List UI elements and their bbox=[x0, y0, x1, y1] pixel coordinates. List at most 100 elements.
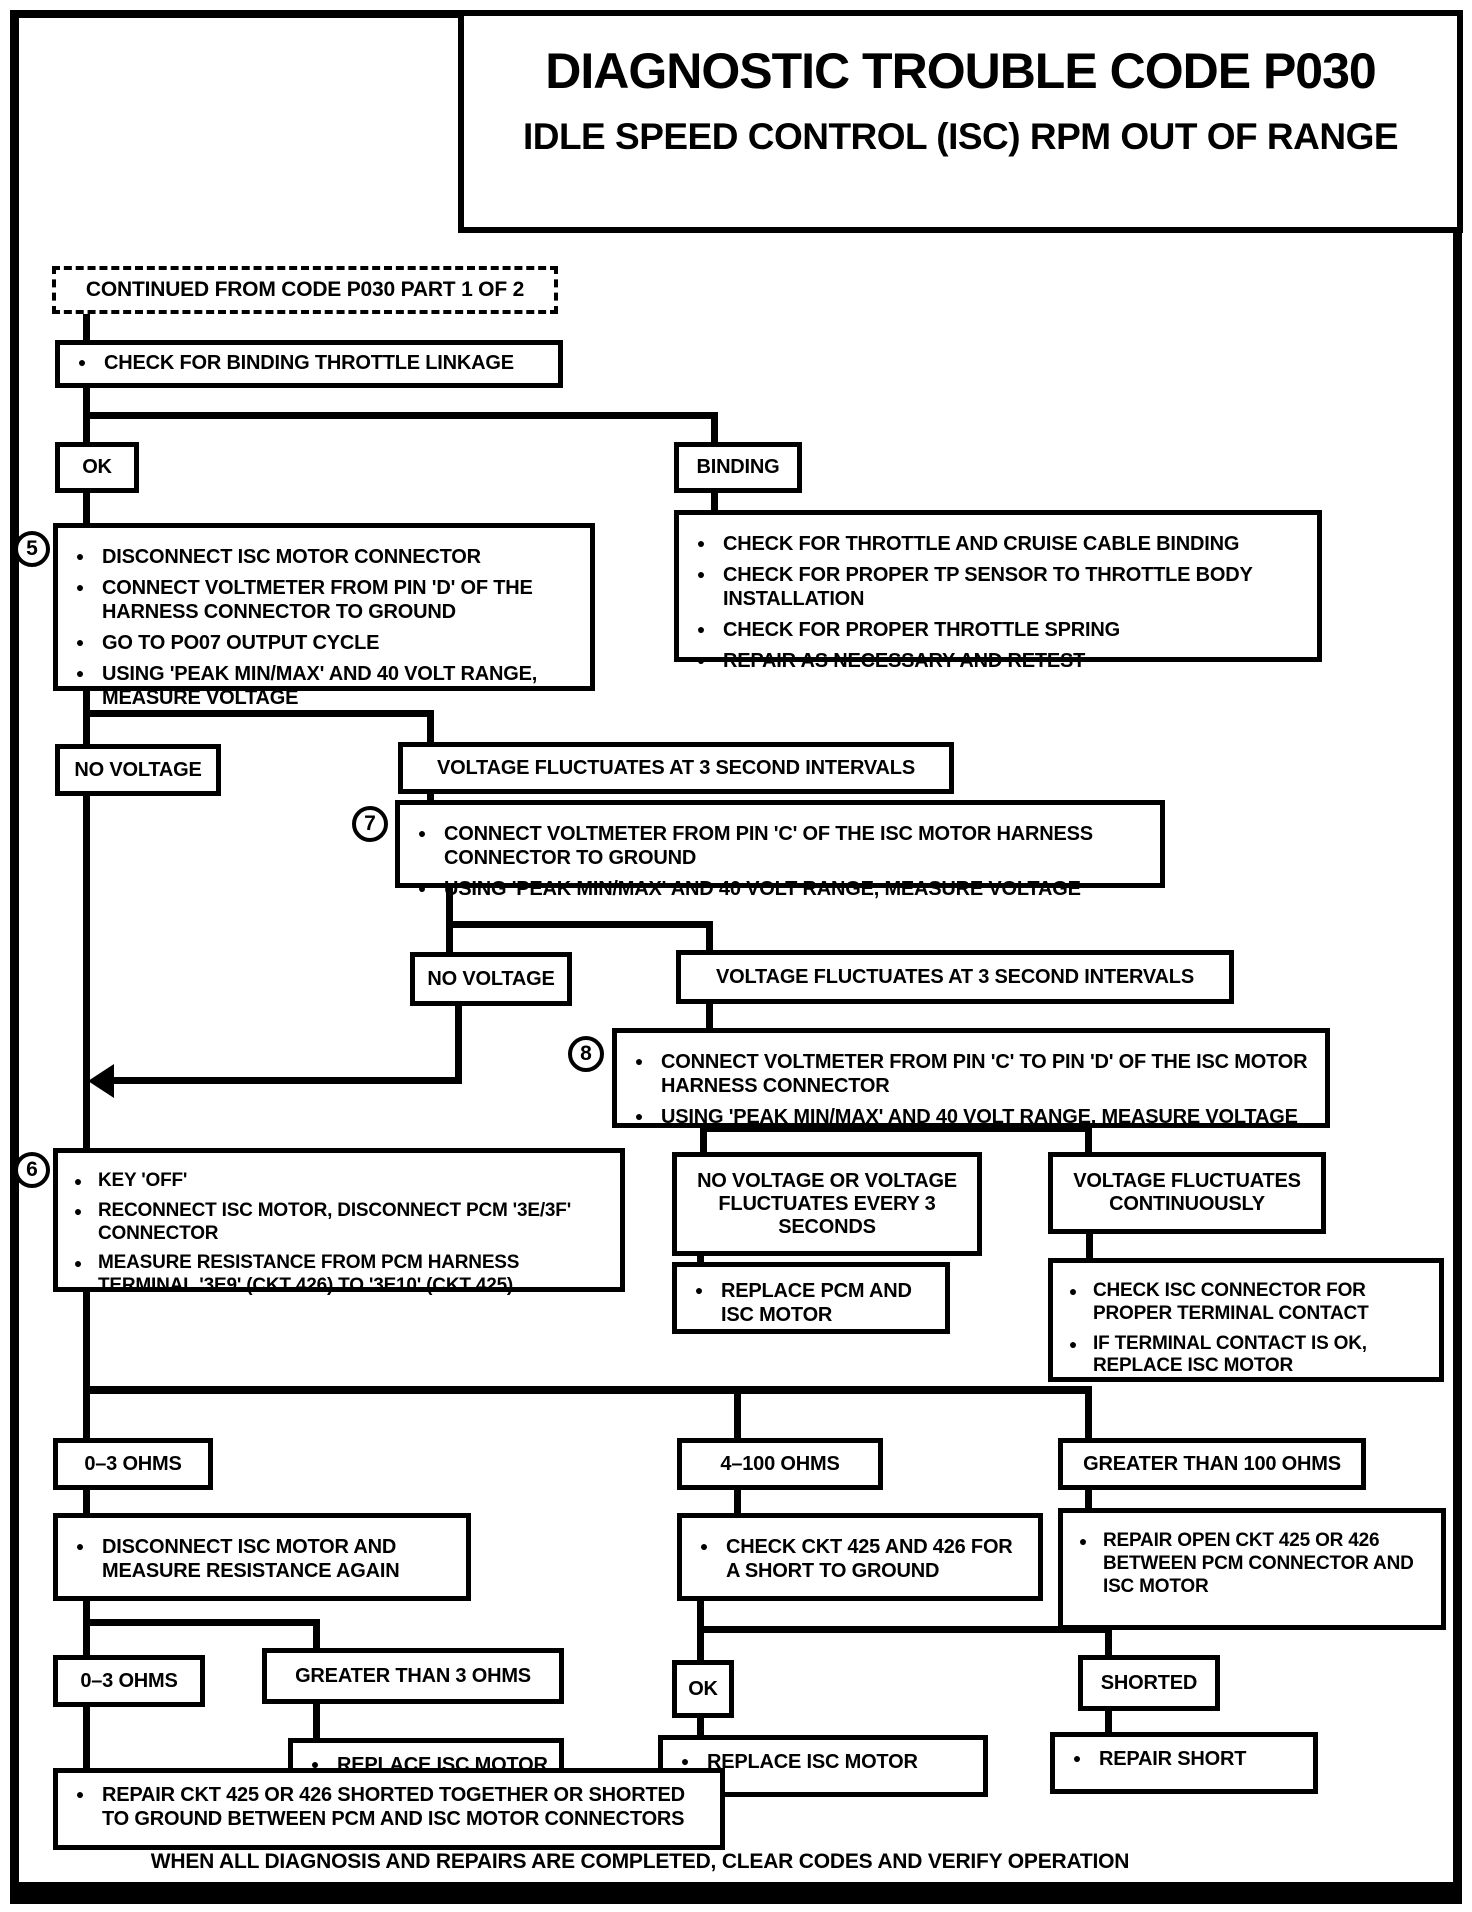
flow-line bbox=[427, 792, 434, 804]
flow-line bbox=[83, 1392, 90, 1442]
node-continued-from: CONTINUED FROM CODE P030 PART 1 OF 2 bbox=[52, 266, 558, 314]
flow-line bbox=[1105, 1626, 1112, 1659]
node-no-voltage-1: NO VOLTAGE bbox=[55, 744, 221, 796]
action-item: USING 'PEAK MIN/MAX' AND 40 VOLT RANGE, … bbox=[102, 663, 538, 709]
flow-line bbox=[700, 1124, 1092, 1132]
node-label: OK bbox=[688, 1677, 718, 1700]
flow-line bbox=[734, 1488, 741, 1517]
arrowhead-left-icon bbox=[88, 1064, 114, 1098]
flow-line bbox=[83, 314, 90, 344]
flow-line bbox=[427, 710, 434, 746]
action-item: MEASURE RESISTANCE FROM PCM HARNESS TERM… bbox=[98, 1252, 520, 1297]
action-item: KEY 'OFF' bbox=[98, 1170, 188, 1191]
action-item: REPAIR OPEN CKT 425 OR 426 BETWEEN PCM C… bbox=[1103, 1530, 1414, 1597]
flow-line bbox=[83, 688, 90, 748]
node-label: CONTINUED FROM CODE P030 PART 1 OF 2 bbox=[85, 277, 525, 301]
bullet-icon: ● bbox=[1078, 1533, 1088, 1549]
node-binding: BINDING bbox=[674, 442, 802, 493]
step-number-label: 8 bbox=[580, 1042, 592, 1065]
node-label: OK bbox=[82, 456, 112, 478]
node-repair-open-ckt: ● REPAIR OPEN CKT 425 OR 426 BETWEEN PCM… bbox=[1058, 1508, 1446, 1630]
node-repair-ckt-shorted: ● REPAIR CKT 425 OR 426 SHORTED TOGETHER… bbox=[53, 1768, 725, 1850]
bullet-icon: ● bbox=[75, 548, 85, 564]
bullet-icon: ● bbox=[77, 354, 87, 370]
flow-line bbox=[697, 1626, 1112, 1633]
action-item: USING 'PEAK MIN/MAX' AND 40 VOLT RANGE, … bbox=[444, 878, 1081, 900]
node-label: NO VOLTAGE bbox=[74, 758, 202, 781]
page-border-bottom bbox=[10, 1882, 1462, 1904]
node-repair-short: ● REPAIR SHORT bbox=[1050, 1732, 1318, 1794]
bullet-icon: ● bbox=[417, 880, 427, 896]
action-item: REPAIR CKT 425 OR 426 SHORTED TOGETHER O… bbox=[102, 1784, 685, 1830]
node-step5-actions: ● DISCONNECT ISC MOTOR CONNECTOR ● CONNE… bbox=[53, 523, 595, 709]
node-binding-actions: ● CHECK FOR THROTTLE AND CRUISE CABLE BI… bbox=[674, 510, 1322, 672]
bullet-icon: ● bbox=[634, 1053, 644, 1069]
flow-line bbox=[711, 491, 718, 515]
node-0-3-ohms: 0–3 OHMS bbox=[53, 1438, 213, 1490]
bullet-icon: ● bbox=[1068, 1283, 1078, 1299]
node-label: NO VOLTAGE bbox=[427, 967, 555, 990]
bullet-icon: ● bbox=[75, 1538, 85, 1554]
flow-line bbox=[83, 491, 90, 527]
flow-line bbox=[83, 412, 718, 419]
node-ok-2: OK bbox=[672, 1660, 734, 1718]
bullet-icon: ● bbox=[75, 579, 85, 595]
node-label: VOLTAGE FLUCTUATES AT 3 SECOND INTERVALS bbox=[716, 965, 1194, 988]
bullet-icon: ● bbox=[634, 1108, 644, 1124]
node-check-ckt-short: ● CHECK CKT 425 AND 426 FOR A SHORT TO G… bbox=[677, 1513, 1043, 1601]
action-item: GO TO PO07 OUTPUT CYCLE bbox=[102, 632, 380, 654]
flow-line bbox=[313, 1619, 320, 1652]
action-item: IF TERMINAL CONTACT IS OK, REPLACE ISC M… bbox=[1093, 1332, 1367, 1377]
action-item: REPLACE ISC MOTOR bbox=[707, 1751, 918, 1773]
node-label: 0–3 OHMS bbox=[80, 1669, 178, 1692]
node-label: CHECK FOR BINDING THROTTLE LINKAGE bbox=[104, 352, 514, 374]
flow-line bbox=[446, 921, 713, 928]
node-voltage-fluctuates-1: VOLTAGE FLUCTUATES AT 3 SECOND INTERVALS bbox=[398, 742, 954, 794]
flow-line bbox=[83, 710, 434, 717]
step-number-7: 7 bbox=[352, 806, 388, 842]
node-shorted: SHORTED bbox=[1078, 1655, 1220, 1711]
step-number-6: 6 bbox=[14, 1152, 50, 1188]
flow-line bbox=[83, 1386, 1092, 1394]
flow-line bbox=[110, 1077, 462, 1084]
flow-line bbox=[706, 1002, 713, 1032]
bullet-icon: ● bbox=[73, 1173, 83, 1189]
action-item: CHECK FOR PROPER THROTTLE SPRING bbox=[723, 619, 1120, 641]
node-disconnect-measure-again: ● DISCONNECT ISC MOTOR AND MEASURE RESIS… bbox=[53, 1513, 471, 1601]
flow-line bbox=[1085, 1130, 1092, 1156]
action-item: REPAIR AS NECESSARY AND RETEST bbox=[723, 650, 1086, 672]
node-label: 0–3 OHMS bbox=[84, 1452, 182, 1475]
flow-line bbox=[83, 1488, 90, 1517]
node-step7-actions: ● CONNECT VOLTMETER FROM PIN 'C' OF THE … bbox=[395, 800, 1165, 900]
node-0-3-ohms-2: 0–3 OHMS bbox=[53, 1655, 205, 1707]
node-greater-100-ohms: GREATER THAN 100 OHMS bbox=[1058, 1438, 1366, 1490]
bullet-icon: ● bbox=[310, 1756, 320, 1772]
flow-line bbox=[1085, 1488, 1092, 1512]
node-label: GREATER THAN 3 OHMS bbox=[295, 1664, 531, 1687]
action-item: CHECK CKT 425 AND 426 FOR A SHORT TO GRO… bbox=[726, 1536, 1013, 1582]
bullet-icon: ● bbox=[1072, 1750, 1082, 1766]
page-border-right bbox=[1453, 10, 1462, 1904]
node-ok-1: OK bbox=[55, 442, 139, 493]
node-voltage-fluctuates-2: VOLTAGE FLUCTUATES AT 3 SECOND INTERVALS bbox=[676, 950, 1234, 1004]
action-item: CHECK FOR THROTTLE AND CRUISE CABLE BIND… bbox=[723, 533, 1240, 555]
step-number-5: 5 bbox=[14, 531, 50, 567]
node-label: NO VOLTAGE OR VOLTAGE FLUCTUATES EVERY 3… bbox=[697, 1169, 957, 1238]
flow-line bbox=[1105, 1709, 1112, 1736]
bullet-icon: ● bbox=[1068, 1335, 1078, 1352]
action-item: CONNECT VOLTMETER FROM PIN 'C' OF THE IS… bbox=[444, 823, 1093, 869]
node-replace-pcm: ● REPLACE PCM AND ISC MOTOR bbox=[672, 1262, 950, 1334]
action-item: DISCONNECT ISC MOTOR CONNECTOR bbox=[102, 546, 481, 568]
flow-line bbox=[1085, 1392, 1092, 1442]
flow-line bbox=[700, 1130, 707, 1156]
node-label: GREATER THAN 100 OHMS bbox=[1083, 1452, 1341, 1475]
flow-line bbox=[697, 1716, 704, 1739]
flow-line bbox=[83, 1705, 90, 1772]
flow-line bbox=[711, 412, 718, 446]
flow-line bbox=[313, 1702, 320, 1742]
page-subtitle: IDLE SPEED CONTROL (ISC) RPM OUT OF RANG… bbox=[522, 116, 1399, 157]
bullet-icon: ● bbox=[75, 634, 85, 650]
node-step6-actions: ● KEY 'OFF' ● RECONNECT ISC MOTOR, DISCO… bbox=[53, 1148, 625, 1296]
node-label: VOLTAGE FLUCTUATES AT 3 SECOND INTERVALS bbox=[437, 756, 915, 779]
step-number-label: 5 bbox=[26, 537, 38, 560]
